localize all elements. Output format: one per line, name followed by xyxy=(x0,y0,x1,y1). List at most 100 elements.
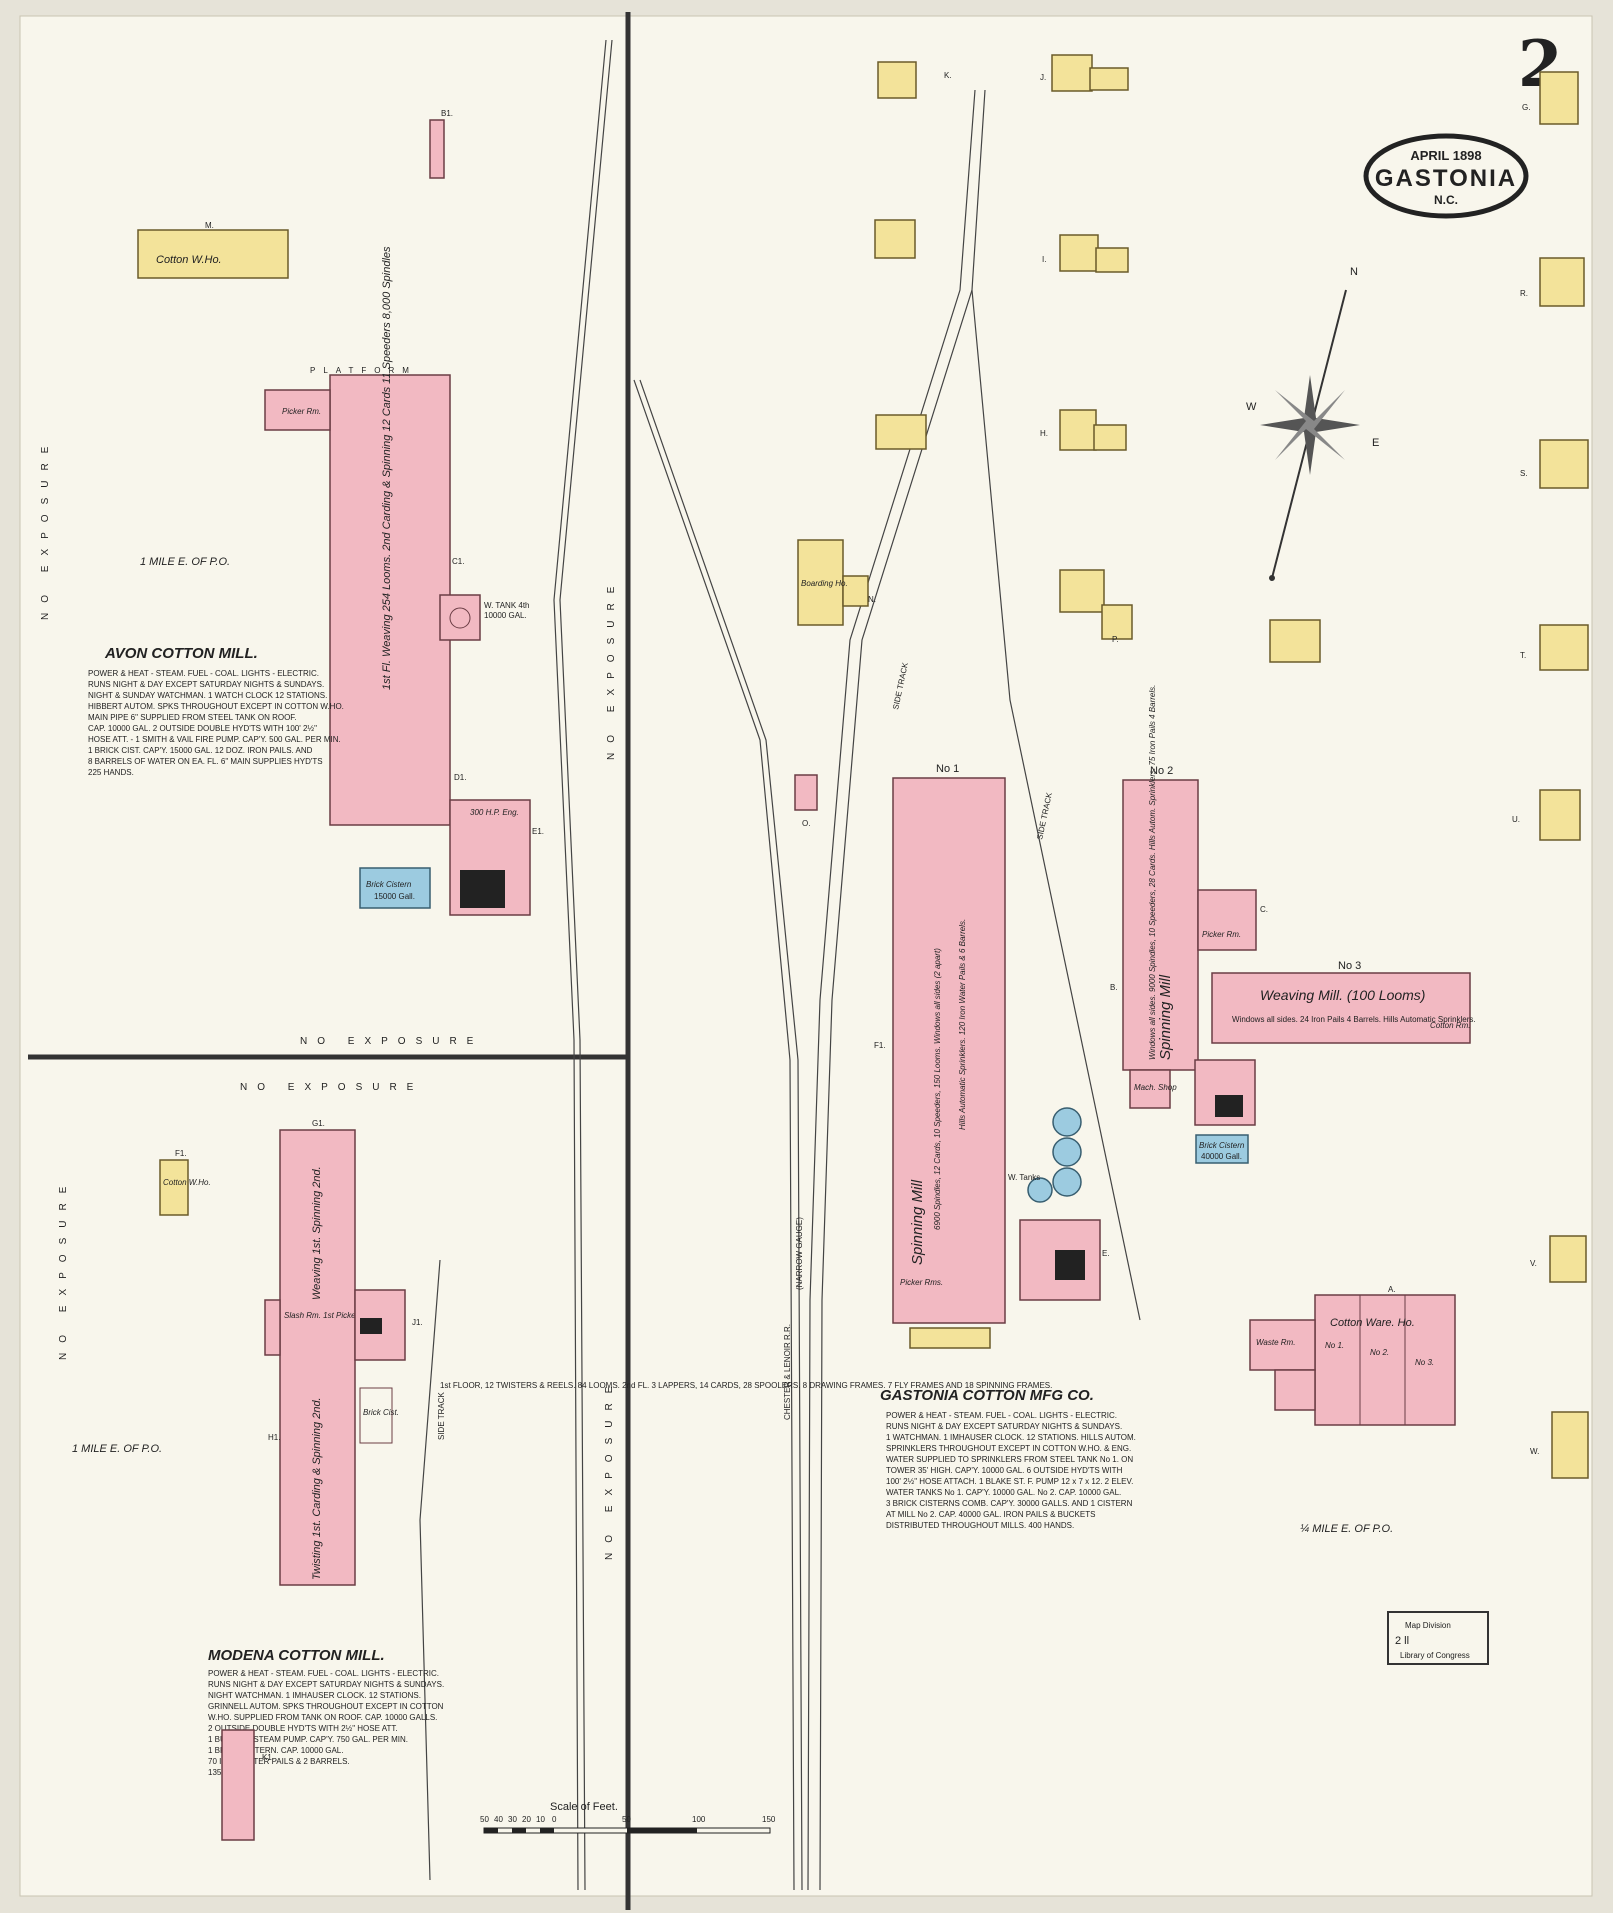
modena-mill-main xyxy=(279,1129,356,1586)
dwelling-letter-i: I. xyxy=(1042,255,1046,264)
svg-text:1 WATCHMAN. 1 IMHAUSER CLOCK.: 1 WATCHMAN. 1 IMHAUSER CLOCK. 12 STATION… xyxy=(886,1433,1136,1442)
svg-text:POWER & HEAT - STEAM. FUEL - C: POWER & HEAT - STEAM. FUEL - COAL. LIGHT… xyxy=(208,1669,439,1678)
no-exposure-avon-right: NO EXPOSURE xyxy=(606,577,617,760)
cartouche xyxy=(1363,133,1529,219)
letter-n: N. xyxy=(868,595,876,604)
railroad-narrow-label: (NARROW GAUGE) xyxy=(795,1217,804,1290)
cotton-warehouse-label: Cotton Ware. Ho. xyxy=(1330,1317,1415,1329)
avon-picker-label: Picker Rm. xyxy=(282,407,321,416)
water-tank-4 xyxy=(1027,1177,1053,1203)
rail-left-1 xyxy=(559,39,613,1891)
modena-title: MODENA COTTON MILL. xyxy=(208,1647,385,1664)
avon-tank-label: W. TANK 4th xyxy=(484,601,530,610)
weaving-mill-number: No 3 xyxy=(1338,960,1361,972)
avon-mill-text: 1st Fl. Weaving 254 Looms. 2nd Carding &… xyxy=(381,246,393,690)
svg-text:150: 150 xyxy=(762,1815,776,1824)
paper xyxy=(19,15,1593,1897)
letter-o: O. xyxy=(802,819,810,828)
dwelling-letter-t: T. xyxy=(1520,651,1526,660)
mach-shop xyxy=(1129,1069,1171,1109)
weaving-cotton-room: Cotton Rm. xyxy=(1430,1021,1470,1030)
weaving-mill-notes: Windows all sides. 24 Iron Pails 4 Barre… xyxy=(1232,1015,1476,1024)
warehouse-no2: No 2. xyxy=(1370,1348,1389,1357)
avon-notes: POWER & HEAT - STEAM. FUEL - COAL. LIGHT… xyxy=(88,669,344,777)
svg-text:WATER SUPPLIED TO SPRINKLERS F: WATER SUPPLIED TO SPRINKLERS FROM STEEL … xyxy=(886,1455,1133,1464)
warehouse-no1: No 1. xyxy=(1325,1341,1344,1350)
avon-letter-d1: D1. xyxy=(454,773,466,782)
boarding-house-wing xyxy=(842,575,869,607)
dwelling-letter-w: W. xyxy=(1530,1447,1539,1456)
no-exposure-avon-left: NO EXPOSURE xyxy=(40,437,51,620)
cartouche-state: N.C. xyxy=(1434,193,1458,207)
svg-text:MAIN PIPE 6" SUPPLIED FROM STE: MAIN PIPE 6" SUPPLIED FROM STEEL TANK ON… xyxy=(88,713,297,722)
avon-boiler xyxy=(460,870,505,908)
modena-letter-j1: J1. xyxy=(412,1318,423,1327)
svg-text:1 BRICK CIST. CAP'Y. 15000 GAL: 1 BRICK CIST. CAP'Y. 15000 GAL. 12 DOZ. … xyxy=(88,746,313,755)
svg-text:TOWER 35' HIGH. CAP'Y. 10000 G: TOWER 35' HIGH. CAP'Y. 10000 GAL. 6 OUTS… xyxy=(886,1466,1123,1475)
svg-text:100: 100 xyxy=(692,1815,706,1824)
mill-no2-text: Windows all sides. 9000 Spindles, 10 Spe… xyxy=(1148,685,1157,1060)
svg-text:POWER & HEAT - STEAM. FUEL - C: POWER & HEAT - STEAM. FUEL - COAL. LIGHT… xyxy=(88,669,319,678)
compass-rose xyxy=(1260,289,1360,581)
avon-warehouse-label: Cotton W.Ho. xyxy=(156,254,222,266)
avon-cistern-label: Brick Cistern xyxy=(366,880,412,889)
avon-platform-label: PLATFORM xyxy=(310,366,417,375)
letter-f1: F1. xyxy=(874,1041,886,1050)
avon-cotton-warehouse xyxy=(137,229,289,279)
modena-small-building xyxy=(221,1729,255,1841)
svg-text:POWER & HEAT - STEAM. FUEL - C: POWER & HEAT - STEAM. FUEL - COAL. LIGHT… xyxy=(886,1411,1117,1420)
modena-lower-label: Twisting 1st. Carding & Spinning 2nd. xyxy=(311,1397,323,1580)
stamp-line1: Map Division xyxy=(1405,1621,1451,1630)
dwelling-letter-u: U. xyxy=(1512,815,1520,824)
mill-no2-picker-label: Picker Rm. xyxy=(1202,930,1241,939)
svg-text:10: 10 xyxy=(536,1815,545,1824)
modena-floors-note: 1st FLOOR, 12 TWISTERS & REELS. 84 LOOMS… xyxy=(440,1381,1052,1390)
svg-text:HIBBERT AUTOM. SPKS THROUGHOUT: HIBBERT AUTOM. SPKS THROUGHOUT EXCEPT IN… xyxy=(88,702,344,711)
mill-no1 xyxy=(892,777,1006,1324)
mill-no1-boiler xyxy=(1055,1250,1085,1280)
letter-b: B. xyxy=(1110,983,1118,992)
svg-text:8 BARRELS OF WATER ON EA. FL.: 8 BARRELS OF WATER ON EA. FL. 6" MAIN SU… xyxy=(88,757,323,766)
avon-letter-e1: E1. xyxy=(532,827,544,836)
rail-main-1 xyxy=(807,89,976,1891)
mill-no2-cistern xyxy=(1195,1134,1249,1164)
modena-letter-f1: F1. xyxy=(175,1149,187,1158)
avon-title: AVON COTTON MILL. xyxy=(104,645,258,662)
modena-cotton-warehouse xyxy=(159,1159,189,1216)
avon-tank-cap: 10000 GAL. xyxy=(484,611,527,620)
avon-warehouse-letter: M. xyxy=(205,221,214,230)
modena-warehouse-label: Cotton W.Ho. xyxy=(163,1178,211,1187)
rail-side-2 xyxy=(639,379,803,1891)
compass-north: N xyxy=(1350,266,1358,278)
scale-title: Scale of Feet. xyxy=(550,1801,618,1813)
no-exposure-modena-right: NO EXPOSURE xyxy=(604,1377,615,1560)
svg-text:30: 30 xyxy=(508,1815,517,1824)
mill-no1-sprinklers: Hills Automatic Sprinklers. 120 Iron Wat… xyxy=(958,919,967,1130)
gastonia-distance: ¼ MILE E. OF P.O. xyxy=(1300,1523,1393,1535)
cartouche-city: GASTONIA xyxy=(1375,165,1517,192)
svg-text:NIGHT & SUNDAY WATCHMAN. 1 WAT: NIGHT & SUNDAY WATCHMAN. 1 WATCH CLOCK 1… xyxy=(88,691,327,700)
avon-tank xyxy=(439,594,481,641)
waste-room-label: Waste Rm. xyxy=(1256,1338,1295,1347)
rail-main-2 xyxy=(819,89,986,1891)
letter-e: E. xyxy=(1102,1249,1110,1258)
dwelling-letter-v: V. xyxy=(1530,1259,1537,1268)
modena-cistern-label: Brick Cist. xyxy=(363,1408,399,1417)
mill-no2-cistern-cap: 40000 Gall. xyxy=(1201,1152,1242,1161)
water-tanks-label: W. Tanks xyxy=(1008,1173,1040,1182)
water-tank-2 xyxy=(1052,1137,1082,1167)
library-stamp xyxy=(1387,1611,1489,1665)
svg-text:DISTRIBUTED THROUGHOUT MILLS.: DISTRIBUTED THROUGHOUT MILLS. 400 HANDS. xyxy=(886,1521,1074,1530)
weaving-mill xyxy=(1211,972,1471,1044)
mill-no2-picker xyxy=(1197,889,1257,951)
rail-side-1 xyxy=(633,379,795,1891)
boarding-house-label: Boarding Ho. xyxy=(801,579,848,588)
dwelling-letter-r: R. xyxy=(1520,289,1528,298)
svg-text:20: 20 xyxy=(522,1815,531,1824)
compass-east: E xyxy=(1372,437,1379,449)
svg-text:50: 50 xyxy=(622,1815,631,1824)
letter-c: C. xyxy=(1260,905,1268,914)
gastonia-dwellings xyxy=(874,54,1589,1479)
dwelling-letter-j: J. xyxy=(1040,73,1046,82)
